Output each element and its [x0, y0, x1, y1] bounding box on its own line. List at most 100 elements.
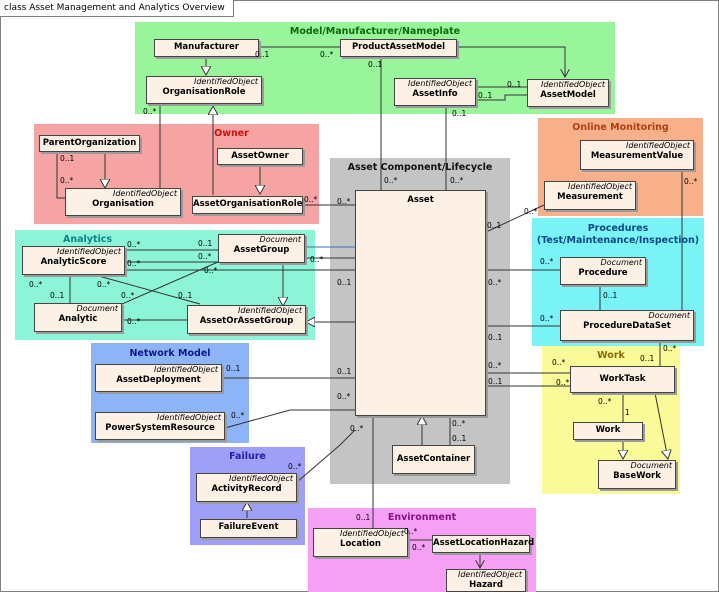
class-manufacturer-name: Manufacturer	[173, 42, 240, 52]
class-asset-deployment-name: AssetDeployment	[116, 375, 201, 385]
class-procedure[interactable]: Document Procedure	[560, 257, 646, 285]
class-work-name: Work	[595, 425, 621, 435]
multiplicity: 0..*	[488, 361, 502, 370]
class-hazard[interactable]: IdentifiedObject Hazard	[446, 569, 526, 592]
class-base-work[interactable]: Document BaseWork	[598, 460, 676, 489]
class-activity-record[interactable]: IdentifiedObject ActivityRecord	[196, 473, 297, 502]
multiplicity: 0..1	[452, 434, 467, 443]
class-analytic[interactable]: Document Analytic	[34, 303, 122, 332]
multiplicity: 0..*	[97, 280, 111, 289]
link-ar-asset	[296, 429, 356, 483]
class-activity-record-name: ActivityRecord	[211, 484, 282, 494]
class-hazard-name: Hazard	[469, 580, 503, 590]
stereotype-label: IdentifiedObject	[567, 182, 632, 191]
stereotype-label: IdentifiedObject	[407, 79, 472, 88]
link-psr-asset	[224, 409, 355, 429]
stereotype-label: Document	[648, 311, 690, 320]
multiplicity: 0..1	[488, 377, 503, 386]
class-asset-model-name: AssetModel	[540, 90, 596, 100]
class-asset-location-hazard[interactable]: AssetLocationHazard	[432, 535, 535, 553]
multiplicity: 0..*	[552, 358, 566, 367]
multiplicity: 0..*	[320, 50, 334, 59]
multiplicity: 0..*	[524, 207, 538, 216]
class-measurement[interactable]: IdentifiedObject Measurement	[544, 181, 636, 210]
multiplicity: 0..1	[337, 367, 352, 376]
class-base-work-name: BaseWork	[613, 471, 661, 481]
class-location-name: Location	[340, 539, 381, 549]
multiplicity: 0..*	[540, 257, 554, 266]
class-failure-event[interactable]: FailureEvent	[200, 519, 297, 538]
class-work-task-name: WorkTask	[599, 374, 646, 384]
class-procedure-name: Procedure	[578, 268, 628, 278]
multiplicity: 0..*	[598, 397, 612, 406]
multiplicity: 0..1	[198, 239, 213, 248]
class-procedure-data-set[interactable]: Document ProcedureDataSet	[560, 310, 694, 341]
stereotype-label: Document	[630, 461, 672, 470]
class-work-task[interactable]: WorkTask	[570, 366, 675, 393]
class-asset-group[interactable]: Document AssetGroup	[218, 234, 305, 263]
multiplicity: 0..*	[310, 255, 324, 264]
class-asset-or-asset-group[interactable]: IdentifiedObject AssetOrAssetGroup	[187, 305, 306, 334]
class-asset-group-name: AssetGroup	[233, 245, 290, 255]
multiplicity: 0..1	[452, 109, 467, 118]
class-asset-name: Asset	[407, 195, 434, 205]
multiplicity: 0..*	[663, 344, 677, 353]
multiplicity: 0..*	[337, 392, 351, 401]
gen-wt-basework	[654, 392, 668, 459]
class-product-asset-model[interactable]: ProductAssetModel	[340, 39, 457, 57]
stereotype-label: IdentifiedObject	[56, 247, 121, 256]
class-asset-model[interactable]: IdentifiedObject AssetModel	[527, 79, 609, 107]
package-environment-title: Environment	[387, 512, 457, 523]
class-organisation[interactable]: IdentifiedObject Organisation	[65, 188, 181, 216]
multiplicity: 0..1	[60, 154, 75, 163]
class-analytic-score-name: AnalyticScore	[40, 257, 107, 267]
class-asset-container-name: AssetContainer	[396, 454, 471, 464]
multiplicity: 0..*	[304, 195, 318, 204]
stereotype-label: IdentifiedObject	[457, 570, 522, 579]
multiplicity: 0..1	[356, 513, 371, 522]
multiplicity: 0..*	[450, 176, 464, 185]
multiplicity: 0..*	[452, 419, 466, 428]
class-asset-info[interactable]: IdentifiedObject AssetInfo	[394, 78, 476, 106]
class-analytic-score[interactable]: IdentifiedObject AnalyticScore	[22, 246, 125, 275]
package-procedures-title: Procedures (Test/Maintenance/Inspection)	[536, 223, 700, 246]
class-measurement-value[interactable]: IdentifiedObject MeasurementValue	[580, 140, 694, 170]
multiplicity: 0..1	[178, 291, 193, 300]
multiplicity: 0..*	[288, 462, 302, 471]
multiplicity: 0..1	[603, 291, 618, 300]
class-asset-owner[interactable]: AssetOwner	[217, 148, 303, 165]
package-model-title: Model/Manufacturer/Nameplate	[289, 26, 461, 37]
stereotype-label: IdentifiedObject	[193, 77, 258, 86]
class-power-system-resource[interactable]: IdentifiedObject PowerSystemResource	[95, 412, 225, 440]
package-work-title: Work	[597, 350, 625, 361]
class-location[interactable]: IdentifiedObject Location	[313, 528, 408, 557]
class-asset-location-hazard-name: AssetLocationHazard	[433, 538, 535, 548]
class-asset-container[interactable]: AssetContainer	[392, 445, 475, 474]
multiplicity: 0..*	[488, 278, 502, 287]
class-parent-organization[interactable]: ParentOrganization	[39, 135, 140, 152]
class-organisation-role-name: OrganisationRole	[162, 87, 246, 97]
multiplicity: 0..1	[478, 91, 493, 100]
link-assetinfo-assetmodel-2	[476, 94, 527, 101]
class-asset-organisation-role[interactable]: AssetOrganisationRole	[192, 196, 303, 214]
multiplicity: 0..*	[384, 176, 398, 185]
stereotype-label: IdentifiedObject	[339, 529, 404, 538]
link-pam-assetmodel	[457, 46, 565, 77]
class-organisation-role[interactable]: IdentifiedObject OrganisationRole	[146, 76, 262, 104]
link-score-aoag	[94, 274, 201, 305]
class-power-system-resource-name: PowerSystemResource	[105, 423, 215, 433]
multiplicity: 0..1	[488, 333, 503, 342]
class-asset-organisation-role-name: AssetOrganisationRole	[193, 199, 303, 209]
class-manufacturer[interactable]: Manufacturer	[154, 39, 259, 57]
class-work[interactable]: Work	[573, 422, 643, 440]
class-asset-or-asset-group-name: AssetOrAssetGroup	[199, 316, 294, 326]
class-product-asset-model-name: ProductAssetModel	[351, 42, 446, 52]
class-analytic-name: Analytic	[58, 314, 98, 324]
diagram-title: class Asset Management and Analytics Ove…	[0, 0, 234, 17]
package-owner-title: Owner	[214, 128, 249, 139]
class-asset-deployment[interactable]: IdentifiedObject AssetDeployment	[95, 364, 222, 392]
multiplicity: 0..*	[60, 176, 74, 185]
package-analytics-title: Analytics	[62, 234, 113, 245]
class-asset[interactable]: Asset	[355, 190, 486, 416]
